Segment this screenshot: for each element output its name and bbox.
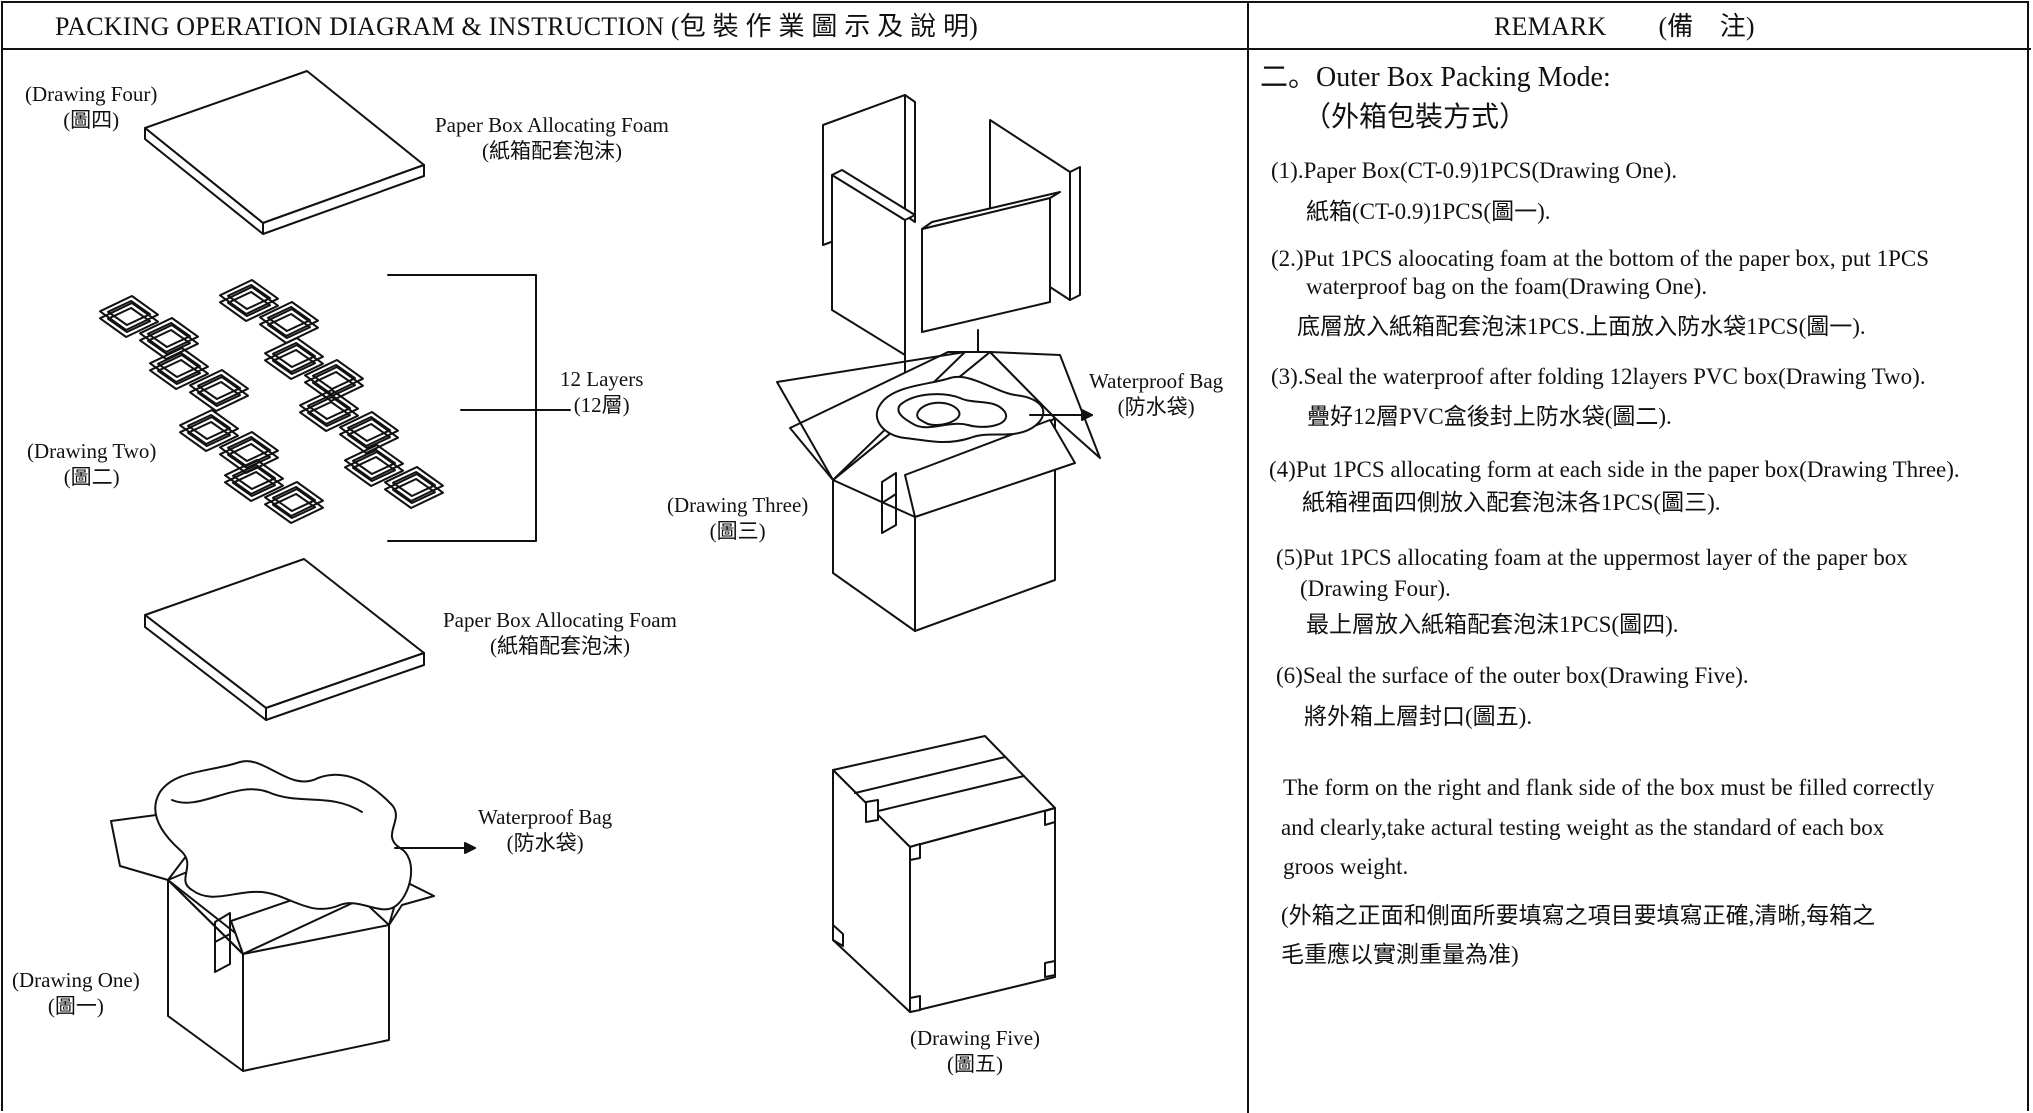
remark-step-3-zh: 疊好12層PVC盒後封上防水袋(圖二).	[1307, 404, 1672, 429]
header-divider	[1, 48, 2031, 50]
remark-step-6-zh: 將外箱上層封口(圖五).	[1304, 704, 1533, 729]
remark-step-5-en2: (Drawing Four).	[1300, 576, 1451, 601]
remark-step-6-en: (6)Seal the surface of the outer box(Dra…	[1276, 663, 1749, 688]
drawing-two-label-en: (Drawing Two)	[27, 439, 157, 463]
remark-step-2-en2: waterproof bag on the foam(Drawing One).	[1306, 274, 1708, 299]
pvc-box-tile	[344, 444, 404, 487]
remark-note-zh-line-2: 毛重應以實測重量為准)	[1281, 942, 1519, 967]
drawing-three-side-foam-boards	[822, 94, 1081, 399]
drawing-one-open-box	[110, 760, 476, 1072]
pvc-box-tile	[259, 301, 319, 344]
drawing-one-label: (Drawing One) (圖一)	[12, 967, 140, 1019]
drawing-three-open-box	[776, 351, 1101, 632]
remark-note-en-line-1: The form on the right and flank side of …	[1283, 775, 1935, 800]
remark-step-2-zh: 底層放入紙箱配套泡沫1PCS.上面放入防水袋1PCS(圖一).	[1297, 314, 1866, 339]
layers-callout: 12 Layers (12層)	[560, 366, 643, 418]
drawing-three-label-en: (Drawing Three)	[667, 493, 809, 517]
drawing-one-label-en: (Drawing One)	[12, 968, 140, 992]
bag-one-callout: Waterproof Bag (防水袋)	[478, 804, 612, 856]
remark-step-1-en: (1).Paper Box(CT-0.9)1PCS(Drawing One).	[1271, 158, 1678, 183]
remark-step-5-en: (5)Put 1PCS allocating foam at the upper…	[1276, 545, 1908, 570]
drawing-two-label: (Drawing Two) (圖二)	[27, 438, 156, 490]
layers-bracket	[387, 274, 571, 542]
pvc-box-tile	[304, 359, 364, 402]
foam-bottom-callout-en: Paper Box Allocating Foam	[443, 608, 677, 632]
pvc-box-tile	[219, 279, 279, 322]
drawing-one-label-zh: (圖一)	[47, 994, 104, 1018]
foam-top-callout: Paper Box Allocating Foam (紙箱配套泡沫)	[435, 112, 669, 164]
remark-step-4-en: (4)Put 1PCS allocating form at each side…	[1269, 457, 1960, 482]
remark-note-en-line-3: groos weight.	[1283, 854, 1409, 879]
pvc-box-tile	[384, 466, 444, 509]
pvc-box-tile	[179, 409, 239, 452]
bag-three-callout-zh: (防水袋)	[1117, 395, 1195, 419]
pvc-box-tile	[264, 337, 324, 380]
pvc-box-tile	[139, 317, 199, 360]
drawing-two-label-zh: (圖二)	[63, 465, 120, 489]
remark-step-5-zh: 最上層放入紙箱配套泡沫1PCS(圖四).	[1306, 612, 1679, 637]
drawing-five-label-en: (Drawing Five)	[910, 1026, 1041, 1050]
remark-note-en-line-2: and clearly,take actural testing weight …	[1281, 815, 1885, 840]
foam-bottom-callout-zh: (紙箱配套泡沫)	[489, 634, 630, 658]
diagram-header-title: PACKING OPERATION DIAGRAM & INSTRUCTION …	[55, 12, 979, 41]
remark-section-title: 二。Outer Box Packing Mode:	[1260, 62, 1611, 93]
layers-callout-en: 12 Layers	[560, 367, 644, 391]
drawing-five-sealed-box	[832, 735, 1056, 1013]
foam-top-callout-zh: (紙箱配套泡沫)	[481, 139, 622, 163]
drawing-four-foam-board	[144, 70, 425, 235]
remark-note-zh-line-1: (外箱之正面和側面所要填寫之項目要填寫正確,清晰,每箱之	[1281, 903, 1876, 928]
remark-step-4-zh: 紙箱裡面四側放入配套泡沫各1PCS(圖三).	[1302, 490, 1721, 515]
layers-callout-zh: (12層)	[573, 393, 630, 417]
remark-step-1-zh: 紙箱(CT-0.9)1PCS(圖一).	[1306, 199, 1551, 224]
bag-one-callout-zh: (防水袋)	[506, 831, 584, 855]
foam-top-callout-en: Paper Box Allocating Foam	[435, 113, 669, 137]
drawing-four-label-en: (Drawing Four)	[25, 82, 158, 106]
remark-header-zh: (備 注)	[1658, 12, 1755, 41]
drawing-five-label-zh: (圖五)	[947, 1052, 1004, 1076]
remark-header: REMARK (備 注)	[1494, 6, 1755, 43]
pvc-box-tile	[99, 295, 159, 338]
drawing-four-label: (Drawing Four) (圖四)	[25, 81, 157, 133]
drawing-four-label-zh: (圖四)	[63, 108, 120, 132]
drawing-two-pvc-box-stack	[99, 279, 444, 524]
bag-one-callout-en: Waterproof Bag	[478, 805, 613, 829]
pvc-box-tile	[224, 459, 284, 502]
column-divider	[1247, 1, 1249, 1113]
drawing-five-label: (Drawing Five) (圖五)	[910, 1025, 1040, 1077]
remark-section-title-zh: （外箱包裝方式）	[1303, 102, 1528, 133]
pvc-box-tile	[219, 431, 279, 474]
pvc-box-tile	[189, 369, 249, 412]
remark-header-en: REMARK	[1494, 12, 1607, 41]
bag-three-callout-en: Waterproof Bag	[1089, 369, 1224, 393]
drawing-three-label: (Drawing Three) (圖三)	[667, 492, 808, 544]
bag-three-callout: Waterproof Bag (防水袋)	[1089, 368, 1223, 420]
remark-step-2-en: (2.)Put 1PCS aloocating foam at the bott…	[1271, 246, 1929, 271]
drawing-three-label-zh: (圖三)	[709, 519, 766, 543]
remark-step-3-en: (3).Seal the waterproof after folding 12…	[1271, 364, 1926, 389]
foam-bottom-callout: Paper Box Allocating Foam (紙箱配套泡沫)	[443, 607, 677, 659]
pvc-box-tile	[339, 411, 399, 454]
pvc-box-tile	[264, 481, 324, 524]
packing-diagram	[99, 70, 1101, 1072]
pvc-box-tile	[299, 389, 359, 432]
bottom-foam-board	[144, 558, 425, 721]
pvc-box-tile	[149, 347, 209, 390]
